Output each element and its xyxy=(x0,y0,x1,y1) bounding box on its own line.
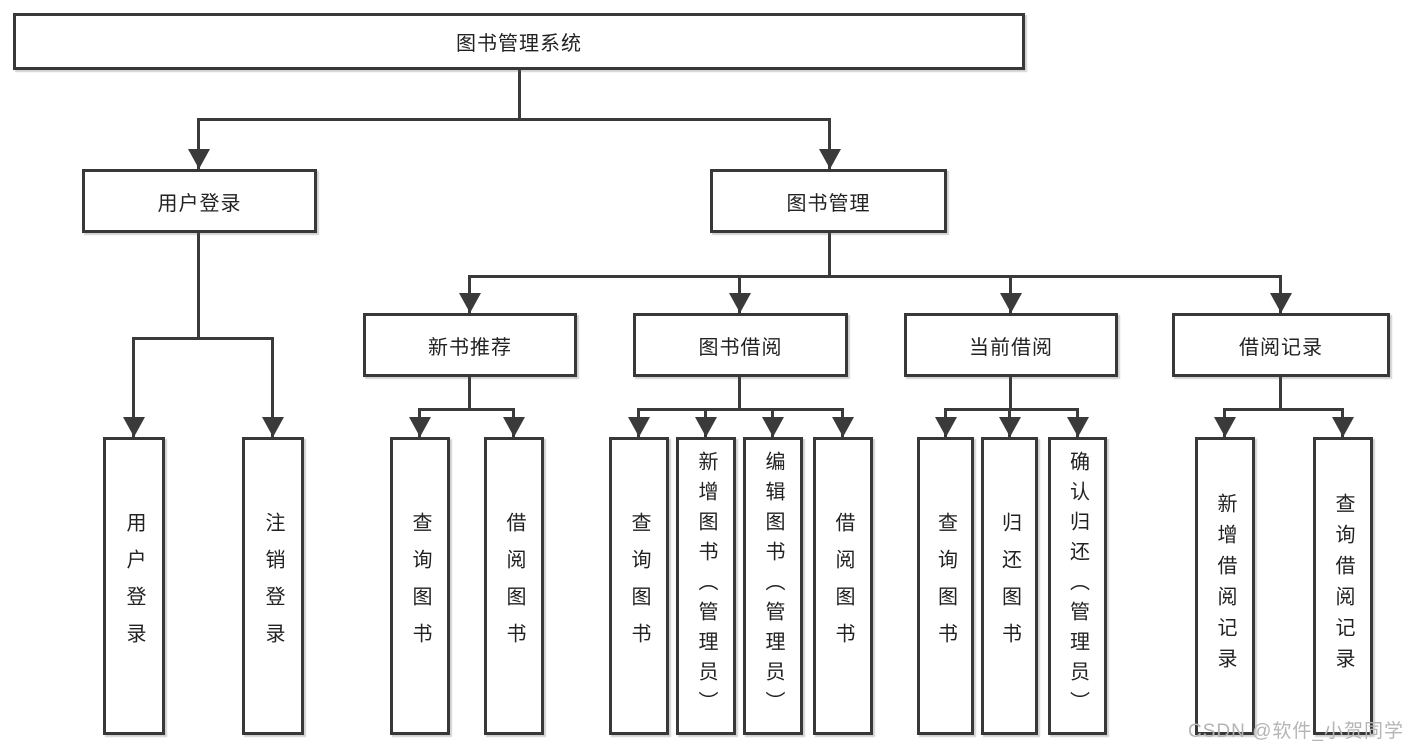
arrow-to-leaf-edit-book xyxy=(761,408,784,437)
connector-record-stem xyxy=(1279,377,1282,411)
connector-root-stem xyxy=(518,68,521,121)
leaf-label: 借阅图书 xyxy=(503,512,525,660)
arrow-to-leaf-query-books-2 xyxy=(627,408,650,437)
leaf-logout: 注销登录 xyxy=(242,437,304,735)
node-label: 借阅记录 xyxy=(1239,336,1323,359)
leaf-label: 新增借阅记录 xyxy=(1214,493,1236,679)
leaf-borrow-books-recommend: 借阅图书 xyxy=(484,437,544,735)
node-root-system: 图书管理系统 xyxy=(13,13,1025,70)
connector-root-bar xyxy=(197,118,831,121)
arrow-to-leaf-logout xyxy=(261,337,284,437)
node-label: 图书管理 xyxy=(786,192,871,215)
leaf-label: 借阅图书 xyxy=(832,512,854,660)
leaf-label: 用户登录 xyxy=(123,512,145,660)
leaf-label: 新增图书（管理员） xyxy=(695,451,717,721)
connector-recommend-bar xyxy=(418,408,515,411)
node-label: 图书借阅 xyxy=(698,336,783,359)
arrow-to-leaf-user-login xyxy=(122,337,145,437)
node-label: 新书推荐 xyxy=(428,336,512,359)
leaf-label: 查询图书 xyxy=(628,512,650,660)
connector-current-stem xyxy=(1009,377,1012,411)
arrow-to-leaf-borrow-books-2 xyxy=(831,408,854,437)
node-label: 用户登录 xyxy=(157,192,242,215)
connector-mgmt-stem xyxy=(828,233,831,278)
connector-login-stem xyxy=(197,233,200,340)
node-new-book-recommend: 新书推荐 xyxy=(363,313,577,377)
leaf-confirm-return-admin: 确认归还（管理员） xyxy=(1048,437,1107,735)
leaf-query-books-borrow: 查询图书 xyxy=(609,437,669,735)
arrow-to-leaf-add-book xyxy=(694,408,717,437)
connector-record-bar xyxy=(1223,408,1344,411)
leaf-return-book: 归还图书 xyxy=(981,437,1038,735)
leaf-add-borrow-record: 新增借阅记录 xyxy=(1195,437,1255,735)
arrow-to-leaf-query-books-3 xyxy=(934,408,957,437)
node-book-borrow: 图书借阅 xyxy=(633,313,848,377)
leaf-label: 编辑图书（管理员） xyxy=(762,451,784,721)
arrow-to-leaf-borrow-books-1 xyxy=(502,408,525,437)
connector-mgmt-bar xyxy=(468,275,1282,278)
leaf-query-books-current: 查询图书 xyxy=(917,437,974,735)
arrow-to-leaf-query-record xyxy=(1331,408,1354,437)
leaf-borrow-books-borrow: 借阅图书 xyxy=(813,437,873,735)
arrow-to-book-borrow xyxy=(728,275,751,313)
leaf-user-login: 用户登录 xyxy=(103,437,165,735)
arrow-to-leaf-confirm-return xyxy=(1066,408,1089,437)
arrow-to-leaf-return-book xyxy=(998,408,1021,437)
arrow-to-leaf-add-record xyxy=(1213,408,1236,437)
arrow-to-book-management-branch xyxy=(818,118,841,169)
node-label: 当前借阅 xyxy=(969,336,1053,359)
connector-borrow-bar xyxy=(637,408,844,411)
node-current-borrow: 当前借阅 xyxy=(904,313,1118,377)
csdn-watermark: CSDN @软件_小贺同学 xyxy=(1188,721,1404,742)
connector-login-bar xyxy=(132,337,274,340)
arrow-to-new-book-recommend xyxy=(458,275,481,313)
leaf-label: 查询图书 xyxy=(409,512,431,660)
arrow-to-current-borrow xyxy=(999,275,1022,313)
connector-current-bar xyxy=(944,408,1079,411)
leaf-label: 查询借阅记录 xyxy=(1332,493,1354,679)
connector-borrow-stem xyxy=(738,377,741,411)
arrow-to-borrow-records xyxy=(1269,275,1292,313)
leaf-query-borrow-record: 查询借阅记录 xyxy=(1313,437,1373,735)
arrow-to-leaf-query-books-1 xyxy=(408,408,431,437)
leaf-add-book-admin: 新增图书（管理员） xyxy=(676,437,736,735)
node-borrow-records: 借阅记录 xyxy=(1172,313,1390,377)
leaf-label: 查询图书 xyxy=(934,512,957,660)
leaf-label: 确认归还（管理员） xyxy=(1066,451,1089,721)
leaf-label: 归还图书 xyxy=(998,512,1021,660)
node-book-management: 图书管理 xyxy=(710,169,947,233)
node-user-login-branch: 用户登录 xyxy=(82,169,317,233)
connector-recommend-stem xyxy=(468,377,471,411)
arrow-to-user-login-branch xyxy=(187,118,210,169)
leaf-query-books-recommend: 查询图书 xyxy=(390,437,450,735)
node-label: 图书管理系统 xyxy=(456,33,582,55)
leaf-label: 注销登录 xyxy=(262,512,284,660)
leaf-edit-book-admin: 编辑图书（管理员） xyxy=(743,437,803,735)
